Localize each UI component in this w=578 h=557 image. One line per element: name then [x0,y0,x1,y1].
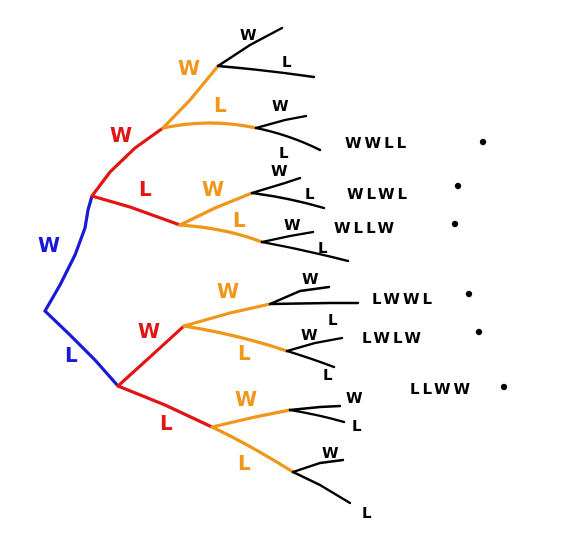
edge-l4-9 [268,285,331,306]
edge-l3-d-loss [210,425,295,474]
leaf-label-4: L [279,144,289,162]
leaf-label-9: W [302,270,319,288]
edge-l4-3 [254,114,308,130]
leaf-label-6: L [305,185,315,203]
edge-l4-6 [250,191,326,210]
edge-l4-15 [291,458,345,474]
leaf-label-1: W [240,26,257,44]
edge-l4-4 [254,126,322,152]
leaf-label-15: W [322,444,339,462]
leaf-label-2: L [282,53,292,71]
edge-l3-b-win [178,191,254,227]
bullet-dot-3 [451,220,459,228]
sequence-2: WLWL [347,185,410,203]
bullet-dot-2 [454,182,462,190]
edge-l2-lower-loss [116,384,214,429]
edge-l4-2 [216,64,316,79]
leaf-label-13: W [346,389,363,407]
label-l3-a-loss: L [214,93,227,117]
edge-l2-lower-win [116,324,186,388]
bullet-dot-5 [475,328,483,336]
edge-l4-16 [291,470,352,505]
leaf-label-12: L [323,366,333,384]
edge-l3-a-loss [161,121,258,130]
sequence-1: WWLL [345,134,409,152]
edge-l2-upper-loss [90,194,182,227]
leaf-label-3: W [272,97,289,115]
edge-l3-c-win [182,302,272,328]
label-l3-d-loss: L [238,451,251,475]
edge-l4-13 [288,404,342,412]
sequence-4: LWWL [372,290,435,308]
leaf-label-11: W [301,326,318,344]
label-l3-c-win: W [217,279,239,303]
edge-l1-win [43,194,94,313]
edge-l4-8 [260,240,350,263]
leaf-label-8: L [318,239,328,257]
label-l2-lower-loss: L [160,411,173,435]
edge-l4-11 [285,336,344,353]
label-l2-upper-win: W [110,123,132,147]
label-l3-b-loss: L [233,208,246,232]
leaf-label-5: W [271,162,288,180]
label-l3-d-win: W [235,387,257,411]
edge-l4-14 [288,408,346,424]
sequence-3: WLLW [334,219,397,237]
edge-l3-a-win [161,64,220,130]
bullet-dot-1 [479,138,487,146]
edge-l2-upper-win [90,126,165,198]
edge-l4-12 [285,349,336,369]
bullet-dot-6 [500,383,508,391]
label-l1-win: W [38,233,60,257]
label-l3-b-win: W [202,177,224,201]
label-l1-loss: L [65,343,78,367]
label-l2-lower-win: W [138,319,160,343]
leaf-label-14: L [352,417,362,435]
edge-l4-10 [268,301,360,306]
leaf-label-7: W [284,216,301,234]
edge-l4-7 [260,230,315,244]
leaf-label-10: L [328,311,338,329]
bullet-dot-4 [465,290,473,298]
edge-l4-1 [216,26,284,68]
label-l3-a-win: W [178,56,200,80]
sequence-5: LWLW [362,329,424,347]
edge-l4-5 [250,176,302,195]
label-l3-c-loss: L [238,341,251,365]
edge-l1-loss [43,309,120,388]
leaf-label-16: L [362,504,372,522]
edge-l3-b-loss [178,223,264,244]
sequence-6: LLWW [410,380,473,398]
edge-l3-d-win [210,408,292,429]
label-l2-upper-loss: L [139,177,152,201]
edge-l3-c-loss [182,324,289,353]
